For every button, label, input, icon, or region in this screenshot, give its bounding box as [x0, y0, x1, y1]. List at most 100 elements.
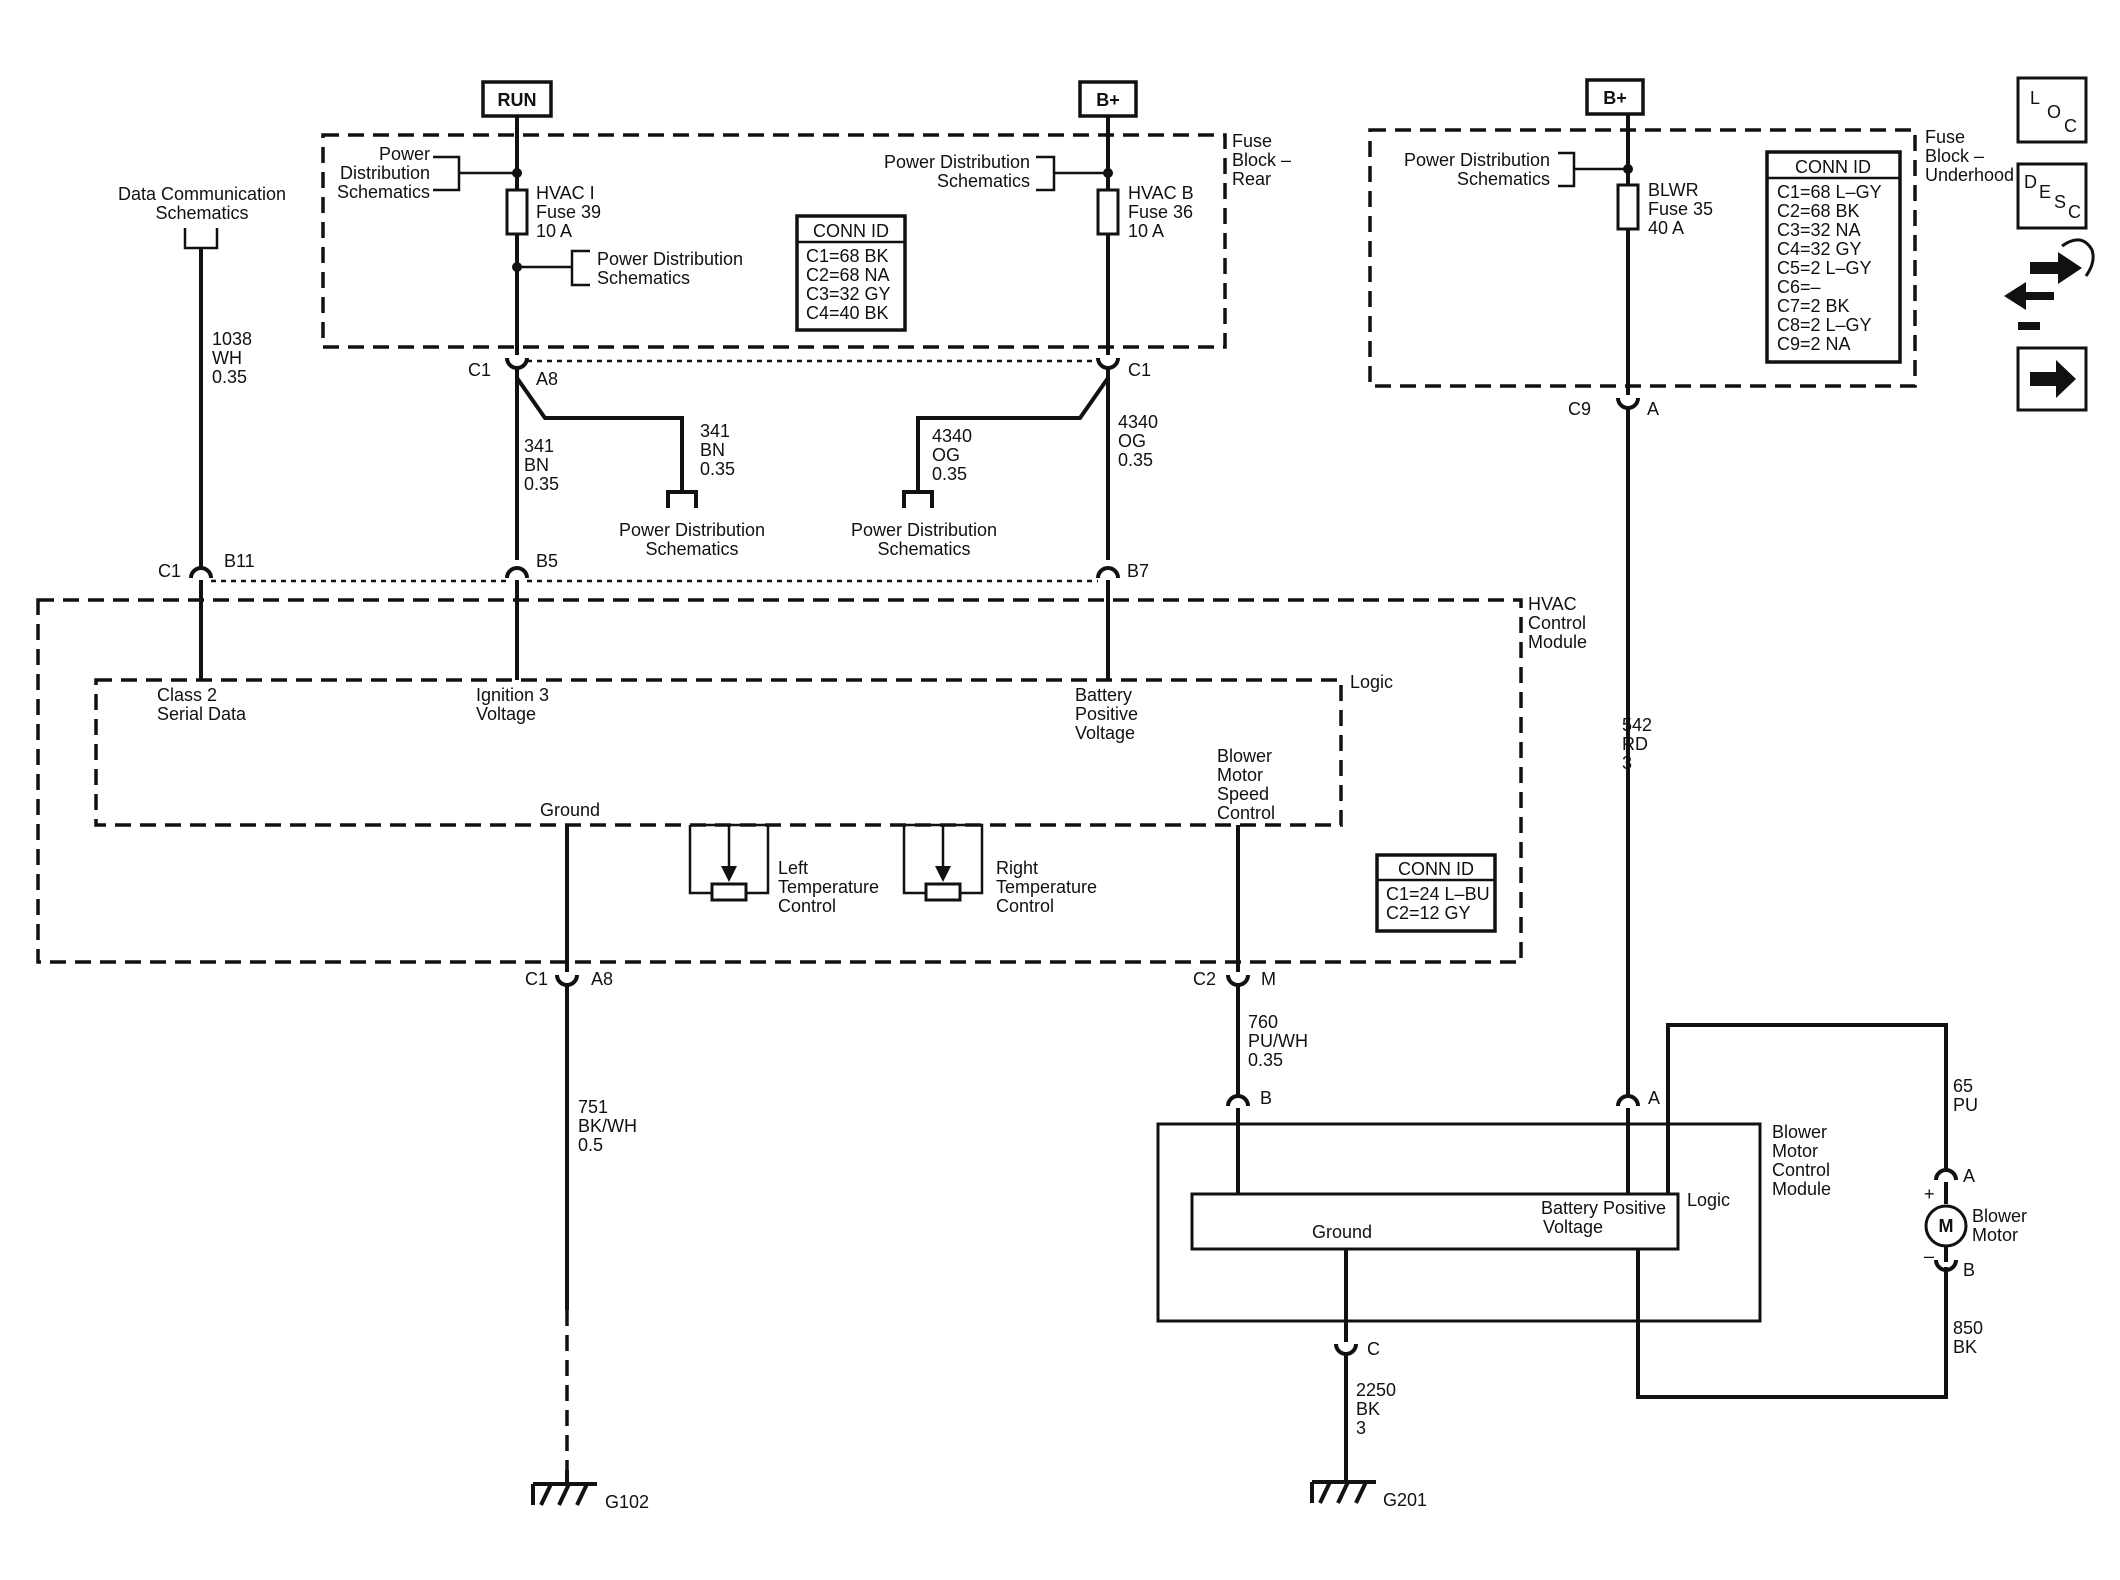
wire-760-circuit: 760 [1248, 1012, 1278, 1032]
connector-end-view-icon[interactable] [2004, 238, 2095, 330]
connector-c1-a8-bottom [555, 974, 579, 987]
conn-id-rear-entry: C2=68 NA [806, 265, 890, 285]
hvac-module-title-3: Module [1528, 632, 1587, 652]
wire-850-circuit: 850 [1953, 1318, 1983, 1338]
conn-id-rear-entry: C1=68 BK [806, 246, 889, 266]
pd-4340-label-2: Schematics [877, 539, 970, 559]
conn-c9-label: C9 [1568, 399, 1591, 419]
conn-bmcm-a-pin: A [1648, 1088, 1660, 1108]
loc-letter-c: C [2064, 116, 2077, 136]
bplus-rear-label: B+ [1096, 90, 1120, 110]
conn-id-underhood-entry: C2=68 BK [1777, 201, 1860, 221]
bmcm-title-1: Blower [1772, 1122, 1827, 1142]
fuse-35-number: Fuse 35 [1648, 199, 1713, 219]
wire-1038-color: WH [212, 348, 242, 368]
fuse-block-underhood-title-2: Block – [1925, 146, 1984, 166]
right-temperature-control-symbol [902, 823, 984, 902]
ground-g201-symbol [1310, 1466, 1376, 1504]
hvac-logic-outline [94, 678, 1343, 827]
connector-b7 [1096, 566, 1120, 579]
blower-speed-label-1: Blower [1217, 746, 1272, 766]
connector-bmcm-c [1334, 1343, 1358, 1356]
ground-g102-label: G102 [605, 1492, 649, 1512]
fuse-35-rating: 40 A [1648, 218, 1684, 238]
bmcm-battery-label-1: Battery Positive [1541, 1198, 1666, 1218]
wire-2250-gauge: 3 [1356, 1418, 1366, 1438]
desc-letter-e: E [2039, 182, 2051, 202]
bplus-source-underhood: B+ [1585, 78, 1645, 116]
wire-850-color: BK [1953, 1337, 1977, 1357]
motor-b-pin: B [1963, 1260, 1975, 1280]
ignition3-label-2: Voltage [476, 704, 536, 724]
pd-4340-label-1: Power Distribution [851, 520, 997, 540]
loc-letter-o: O [2047, 102, 2061, 122]
connector-c2-m [1226, 974, 1250, 987]
hvac-module-title-2: Control [1528, 613, 1586, 633]
conn-id-underhood-entry: C3=32 NA [1777, 220, 1861, 240]
hvac-module-title-1: HVAC [1528, 594, 1577, 614]
left-temperature-control-symbol [688, 823, 770, 902]
ignition3-label-1: Ignition 3 [476, 685, 549, 705]
conn-id-rear-entry: C3=32 GY [806, 284, 891, 304]
conn-c9-pin: A [1647, 399, 1659, 419]
bmcm-logic-label: Logic [1687, 1190, 1730, 1210]
wire-760-gauge: 0.35 [1248, 1050, 1283, 1070]
data-comm-label-1: Data Communication [118, 184, 286, 204]
desc-letter-d: D [2024, 172, 2037, 192]
connector-c9-a [1616, 397, 1640, 410]
conn-c1-a8-top-label: C1 [468, 360, 491, 380]
pd-label-underhood-2: Schematics [1457, 169, 1550, 189]
pd-label-mid-1: Power Distribution [597, 249, 743, 269]
data-comm-label-2: Schematics [155, 203, 248, 223]
motor-a-polarity: + [1924, 1184, 1935, 1204]
fuse-block-rear-title-2: Block – [1232, 150, 1291, 170]
desc-letter-s: S [2054, 192, 2066, 212]
conn-bmcm-b-pin: B [1260, 1088, 1272, 1108]
battery-positive-label-2: Positive [1075, 704, 1138, 724]
fuse-35-name: BLWR [1648, 180, 1699, 200]
conn-id-underhood-entry: C6=– [1777, 277, 1821, 297]
fuse-block-rear-outline [321, 133, 1227, 349]
conn-c2-m-pin: M [1261, 969, 1276, 989]
pd-label-left-3: Schematics [337, 182, 430, 202]
wire-4340-main-gauge: 0.35 [1118, 450, 1153, 470]
left-temp-label-1: Left [778, 858, 808, 878]
connector-bmcm-a [1616, 1094, 1640, 1107]
wire-341-main-color: BN [524, 455, 549, 475]
conn-id-table-hvac: CONN ID C1=24 L–BU C2=12 GY [1375, 853, 1497, 933]
wire-542-circuit: 542 [1622, 715, 1652, 735]
conn-c1-b11-label: C1 [158, 561, 181, 581]
conn-id-table-rear: CONN ID C1=68 BK C2=68 NA C3=32 GY C4=40… [795, 214, 907, 332]
pd-341-label-2: Schematics [645, 539, 738, 559]
wire-751-gauge: 0.5 [578, 1135, 603, 1155]
fuse-36-number: Fuse 36 [1128, 202, 1193, 222]
fuse-36-name: HVAC B [1128, 183, 1194, 203]
wire-341-branch-circuit: 341 [700, 421, 730, 441]
location-icon[interactable]: L O C [2016, 76, 2088, 144]
hvac-ground-label: Ground [540, 800, 600, 820]
bmcm-title-3: Control [1772, 1160, 1830, 1180]
hvac-logic-label: Logic [1350, 672, 1393, 692]
conn-id-table-underhood: CONN ID C1=68 L–GY C2=68 BK C3=32 NA C4=… [1765, 150, 1902, 364]
next-page-arrow-icon[interactable] [2016, 346, 2088, 412]
blower-speed-label-3: Speed [1217, 784, 1269, 804]
ground-g102-symbol [531, 1470, 597, 1506]
wire-341-branch-color: BN [700, 440, 725, 460]
blower-speed-label-2: Motor [1217, 765, 1263, 785]
conn-id-rear-entry: C4=40 BK [806, 303, 889, 323]
bmcm-title-2: Motor [1772, 1141, 1818, 1161]
wire-1038-gauge: 0.35 [212, 367, 247, 387]
connector-b5 [505, 566, 529, 579]
wire-751-circuit: 751 [578, 1097, 608, 1117]
description-icon[interactable]: D E S C [2016, 162, 2088, 230]
wire-2250-circuit: 2250 [1356, 1380, 1396, 1400]
wire-1038-circuit: 1038 [212, 329, 252, 349]
loc-letter-l: L [2030, 88, 2040, 108]
pd-label-right-1: Power Distribution [884, 152, 1030, 172]
right-temp-label-3: Control [996, 896, 1054, 916]
pd-label-mid-2: Schematics [597, 268, 690, 288]
wire-760-color: PU/WH [1248, 1031, 1308, 1051]
conn-c1-a8-bottom-pin: A8 [591, 969, 613, 989]
connector-bmcm-b [1226, 1094, 1250, 1107]
right-temp-label-1: Right [996, 858, 1038, 878]
